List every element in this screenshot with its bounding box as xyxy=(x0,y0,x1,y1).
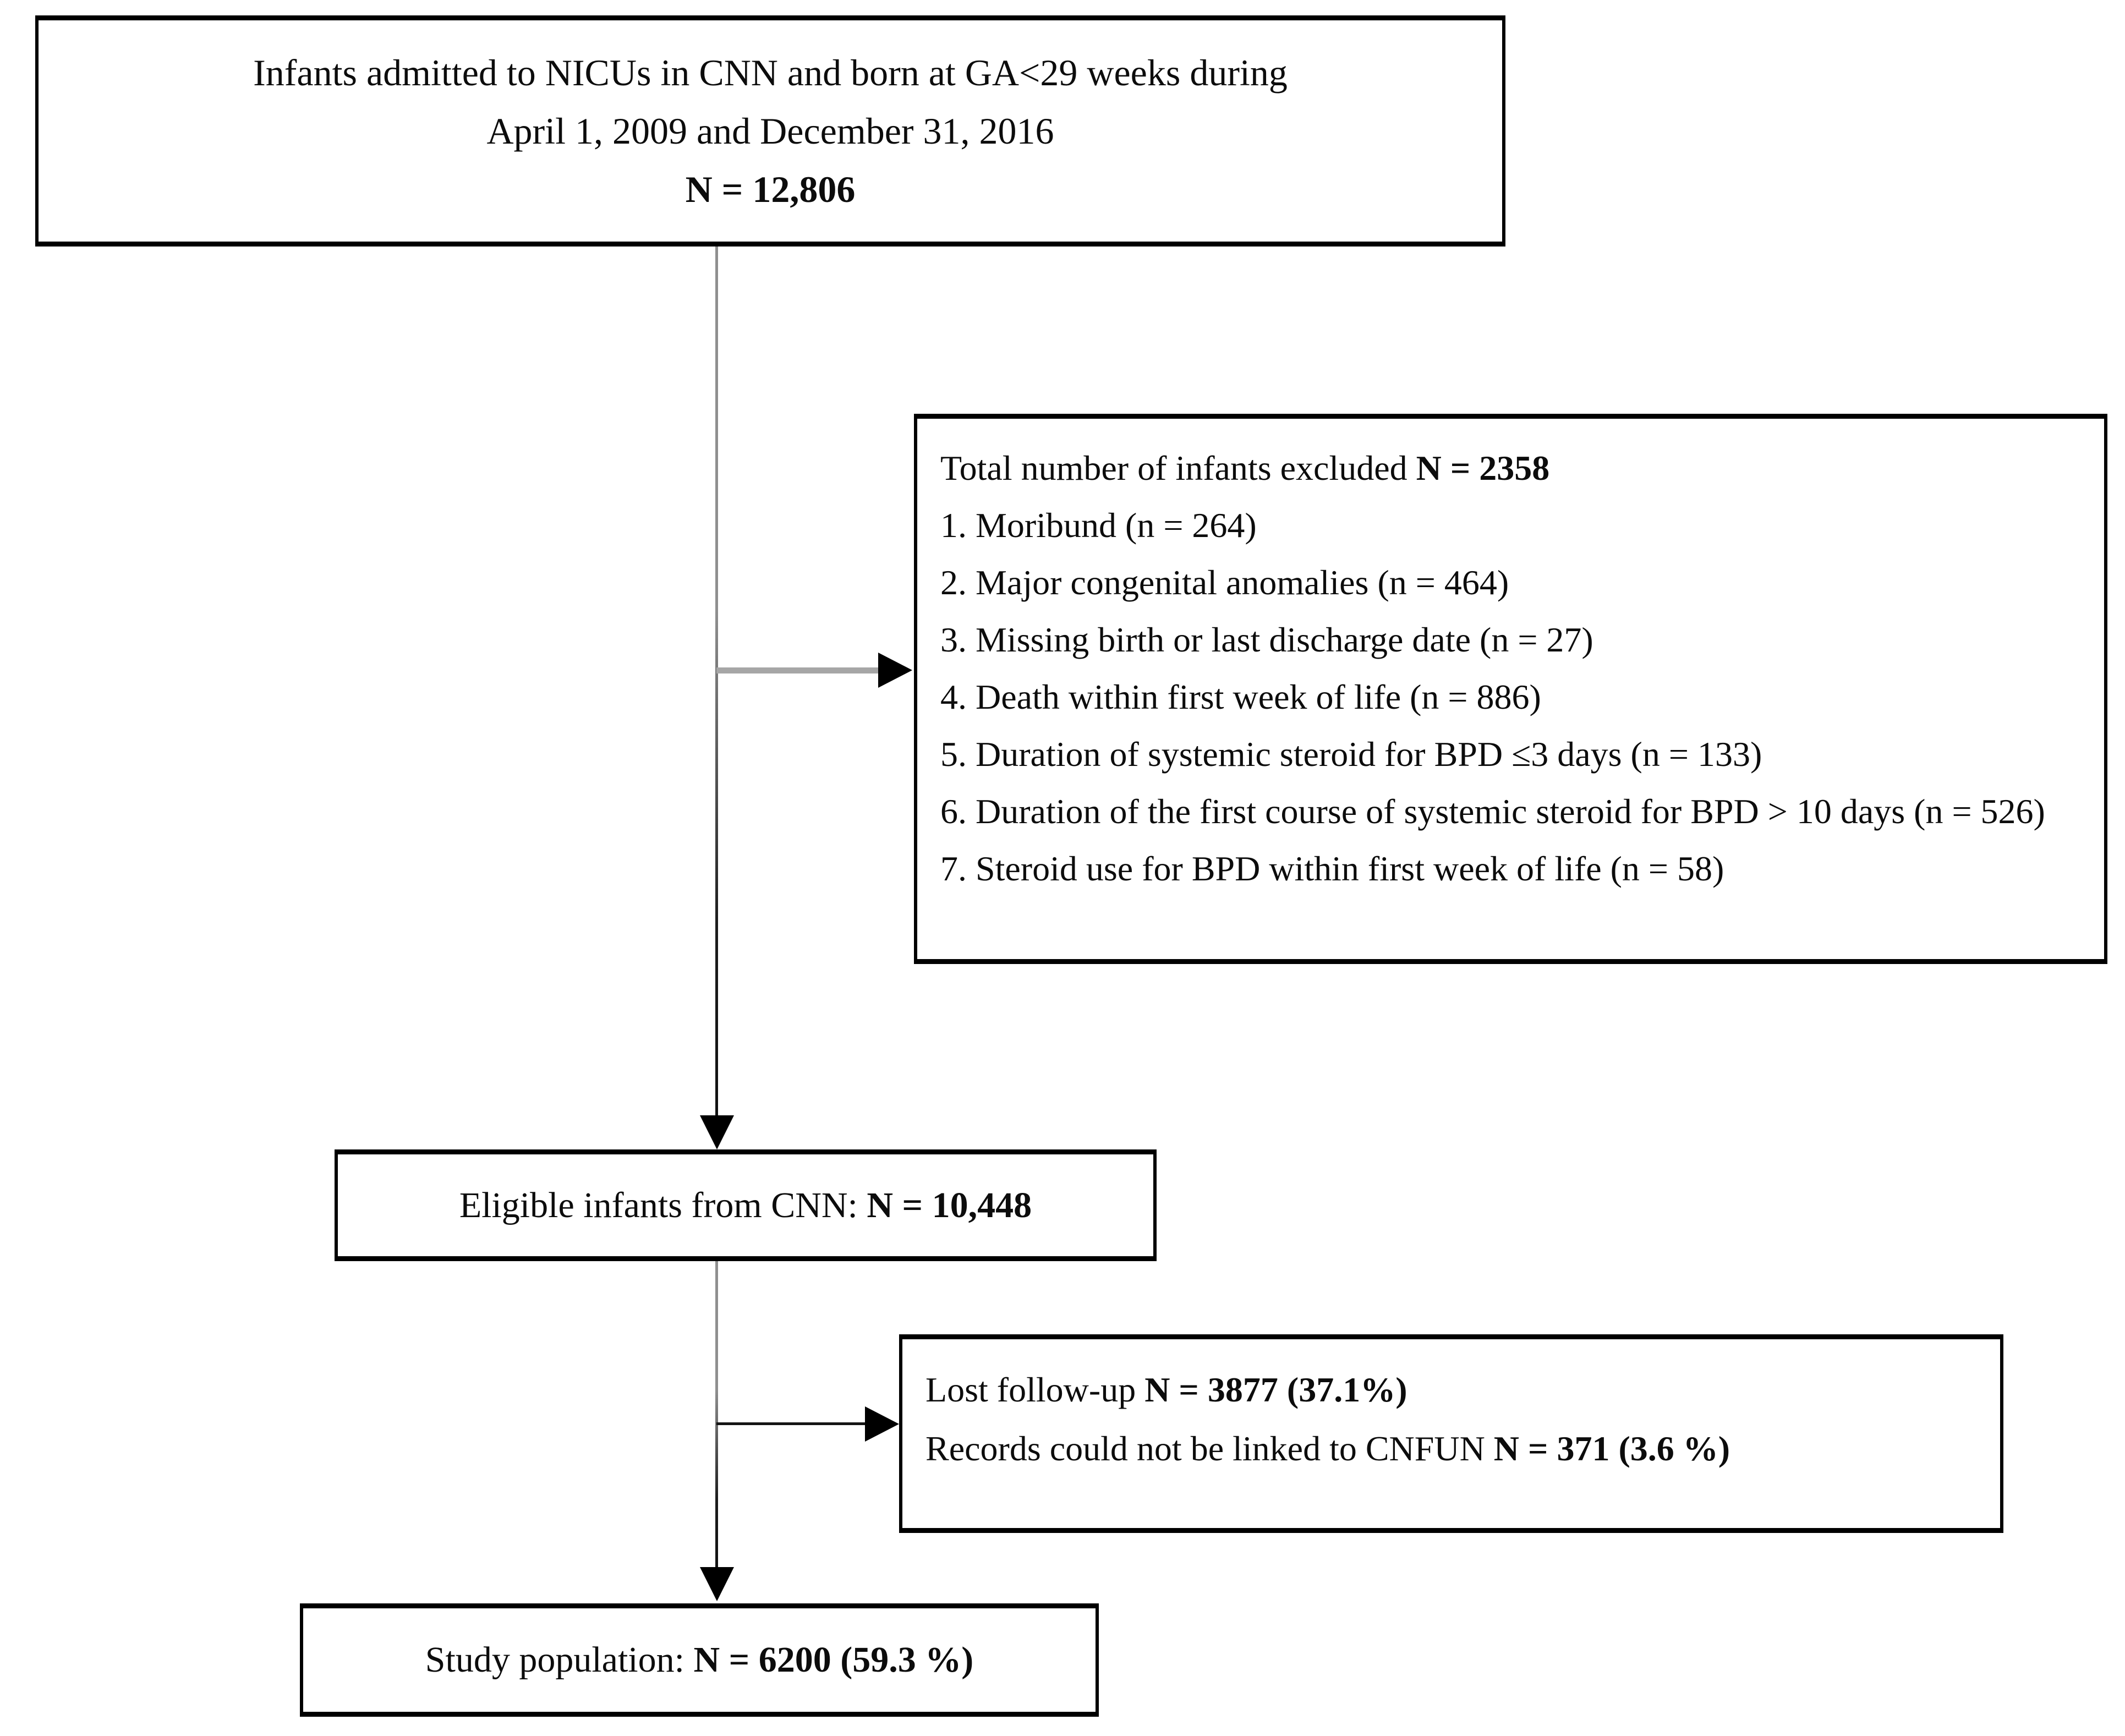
connector-branch-exclusion xyxy=(716,667,879,673)
eligible-text: Eligible infants from CNN: xyxy=(459,1185,867,1225)
connector-eligible-to-study xyxy=(715,1261,718,1567)
flow-box-eligible: Eligible infants from CNN: N = 10,448 xyxy=(335,1149,1157,1261)
excluded-item-3: 3. Missing birth or last discharge date … xyxy=(940,620,1593,659)
connector-top-to-eligible xyxy=(715,247,718,1115)
arrowhead-right-exclusion-icon xyxy=(878,653,912,688)
lost-line1-text: Lost follow-up xyxy=(925,1370,1145,1409)
excluded-title-text: Total number of infants excluded xyxy=(940,448,1416,488)
lost-line2-count: N = 371 (3.6 %) xyxy=(1493,1429,1730,1468)
lost-line1: Lost follow-up N = 3877 (37.1%) xyxy=(925,1360,1984,1419)
arrowhead-down-eligible-icon xyxy=(700,1115,734,1149)
admitted-line1: Infants admitted to NICUs in CNN and bor… xyxy=(253,52,1288,94)
flow-box-study-population: Study population: N = 6200 (59.3 %) xyxy=(300,1603,1099,1717)
flow-box-admitted: Infants admitted to NICUs in CNN and bor… xyxy=(35,15,1505,247)
study-text: Study population: xyxy=(425,1640,694,1680)
arrowhead-right-lost-icon xyxy=(865,1406,899,1442)
excluded-item-5: 5. Duration of systemic steroid for BPD … xyxy=(940,735,1762,774)
connector-branch-lost xyxy=(716,1422,867,1425)
excluded-item-6: 6. Duration of the first course of syste… xyxy=(940,792,2045,831)
admitted-count: N = 12,806 xyxy=(685,168,856,210)
excluded-item-7: 7. Steroid use for BPD within first week… xyxy=(940,849,1724,888)
excluded-title-count: N = 2358 xyxy=(1416,448,1550,488)
excluded-item-4: 4. Death within first week of life (n = … xyxy=(940,677,1541,716)
eligible-count: N = 10,448 xyxy=(867,1185,1032,1225)
flow-box-lost-followup: Lost follow-up N = 3877 (37.1%) Records … xyxy=(899,1334,2003,1533)
flow-box-excluded: Total number of infants excluded N = 235… xyxy=(914,414,2107,964)
study-line: Study population: N = 6200 (59.3 %) xyxy=(425,1635,973,1685)
arrowhead-down-study-icon xyxy=(700,1567,734,1601)
admitted-line2: April 1, 2009 and December 31, 2016 xyxy=(486,110,1054,152)
eligible-line: Eligible infants from CNN: N = 10,448 xyxy=(459,1181,1032,1230)
excluded-title: Total number of infants excluded N = 235… xyxy=(940,440,2082,497)
study-count: N = 6200 (59.3 %) xyxy=(693,1640,974,1680)
excluded-item-1: 1. Moribund (n = 264) xyxy=(940,506,1257,545)
lost-line2: Records could not be linked to CNFUN N =… xyxy=(925,1419,1984,1478)
excluded-item-2: 2. Major congenital anomalies (n = 464) xyxy=(940,563,1509,602)
lost-line1-count: N = 3877 (37.1%) xyxy=(1144,1370,1407,1409)
lost-line2-text: Records could not be linked to CNFUN xyxy=(925,1429,1494,1468)
